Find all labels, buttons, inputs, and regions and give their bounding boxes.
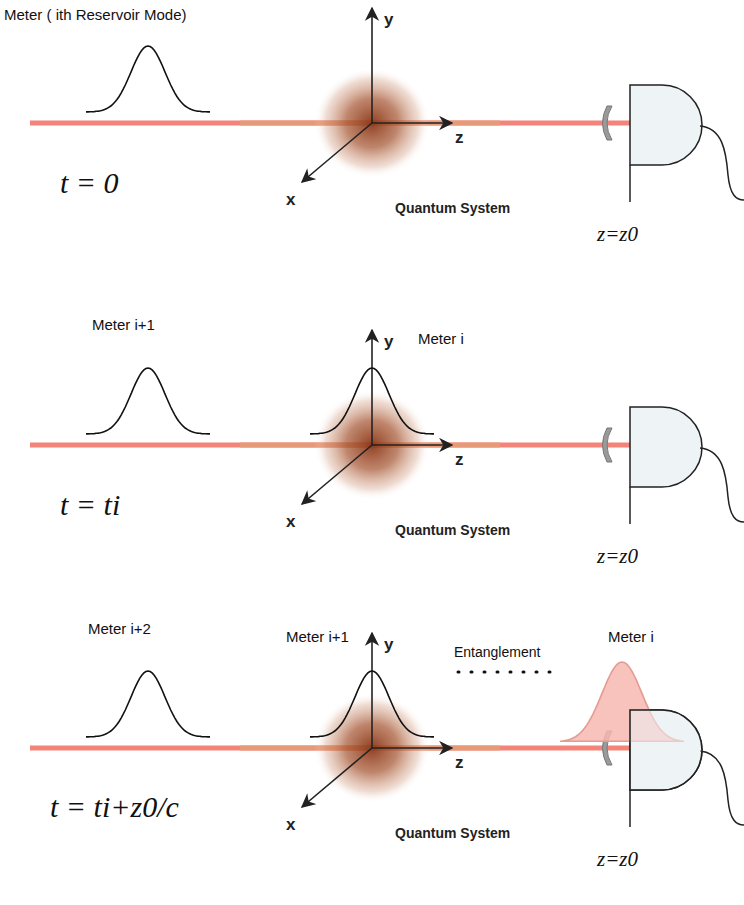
axis-label: z <box>455 128 464 148</box>
time-label: t = 0 <box>60 166 119 201</box>
entanglement-label: Entanglement <box>452 644 542 660</box>
system-label: Quantum System <box>395 200 510 216</box>
detector-position: z=z0 <box>597 847 638 871</box>
meter-label: Meter i <box>608 628 654 645</box>
meter-pulse <box>310 671 434 737</box>
axis-label: y <box>384 635 393 655</box>
axis-label: z <box>455 753 464 773</box>
axis-label: x <box>286 512 295 532</box>
meter-pulse <box>86 46 210 112</box>
meter-pulse <box>310 368 434 434</box>
meter-label: Meter i <box>418 330 464 347</box>
axis-label: y <box>384 332 393 352</box>
axis-label: x <box>286 815 295 835</box>
time-label: t = ti+z0/c <box>50 790 179 825</box>
detector <box>630 710 702 790</box>
axis-label: x <box>286 190 295 210</box>
detector-position: z=z0 <box>597 544 638 568</box>
system-label: Quantum System <box>395 522 510 538</box>
meter-label: Meter i+1 <box>92 316 155 333</box>
axis-label: z <box>455 450 464 470</box>
meter-heading: Meter ( ith Reservoir Mode) <box>4 6 187 23</box>
axis-label: y <box>384 10 393 30</box>
time-label: t = ti <box>60 488 120 523</box>
system-label: Quantum System <box>395 825 510 841</box>
detector-position: z=z0 <box>597 222 638 246</box>
meter-label: Meter i+2 <box>88 620 151 637</box>
meter-pulse <box>86 671 210 737</box>
meter-label: Meter i+1 <box>286 628 349 645</box>
meter-pulse <box>86 368 210 434</box>
